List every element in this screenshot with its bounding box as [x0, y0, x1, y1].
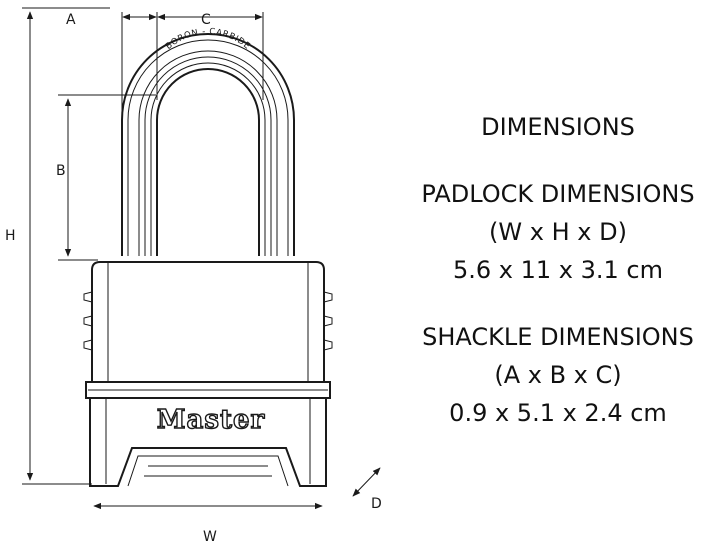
- shackle: BORON - CARBIDE: [121, 27, 295, 256]
- label-d: D: [371, 496, 382, 512]
- label-c: C: [201, 12, 211, 28]
- label-a: A: [66, 12, 76, 28]
- panel-spacer: [398, 146, 718, 175]
- depth-dimension: D: [352, 467, 382, 512]
- padlock-axes: (W x H x D): [489, 218, 627, 246]
- shackle-marking: BORON - CARBIDE: [164, 27, 252, 52]
- panel-heading: DIMENSIONS: [481, 113, 635, 141]
- padlock-values: 5.6 x 11 x 3.1 cm: [453, 256, 663, 284]
- label-w: W: [203, 529, 217, 544]
- shackle-axes: (A x B x C): [494, 361, 622, 389]
- shackle-height-dimension: B: [56, 94, 156, 261]
- lock-body: Master: [83, 261, 333, 487]
- label-h: H: [5, 228, 16, 244]
- width-dimension: W: [93, 502, 323, 544]
- shackle-title: SHACKLE DIMENSIONS: [422, 323, 694, 351]
- brand-logo: Master: [157, 405, 266, 435]
- panel-spacer: [398, 289, 718, 318]
- height-dimension: H: [5, 7, 110, 485]
- dimensions-panel: DIMENSIONS PADLOCK DIMENSIONS (W x H x D…: [398, 108, 718, 432]
- padlock-title: PADLOCK DIMENSIONS: [421, 180, 695, 208]
- label-b: B: [56, 163, 66, 179]
- shackle-values: 0.9 x 5.1 x 2.4 cm: [449, 399, 667, 427]
- shackle-width-dimensions: A C: [66, 12, 264, 254]
